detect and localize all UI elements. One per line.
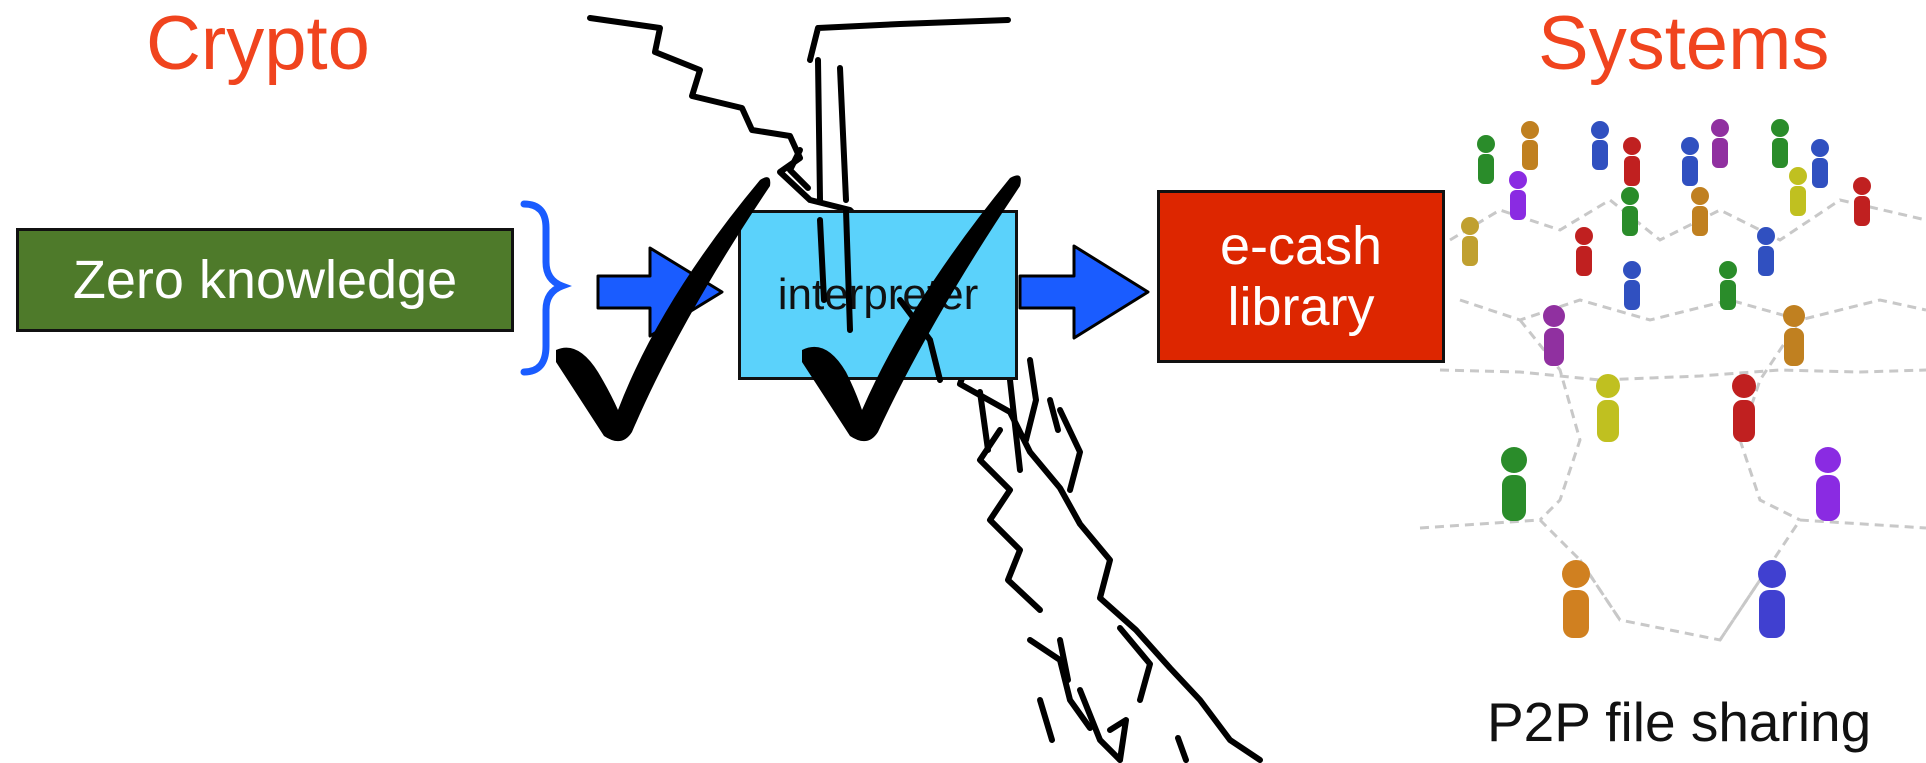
p2p-people-network-image (1419, 119, 1926, 642)
checkmark-icon (556, 177, 771, 442)
person-figures (1461, 119, 1871, 638)
zero-knowledge-label: Zero knowledge (72, 250, 458, 310)
ecash-library-box: e-cash library (1157, 190, 1445, 363)
brace-icon (520, 200, 572, 376)
ecash-label-line2: library (1227, 276, 1375, 337)
p2p-caption: P2P file sharing (1487, 691, 1872, 753)
zero-knowledge-box: Zero knowledge (16, 228, 514, 332)
arrow-icon (1018, 244, 1150, 340)
crypto-heading: Crypto (146, 1, 370, 86)
network-links (1419, 198, 1926, 642)
cliff-sketch-overlay (817, 207, 943, 383)
ecash-label-line1: e-cash (1219, 216, 1383, 277)
checkmark-icon (802, 175, 1021, 442)
systems-heading: Systems (1538, 1, 1830, 86)
